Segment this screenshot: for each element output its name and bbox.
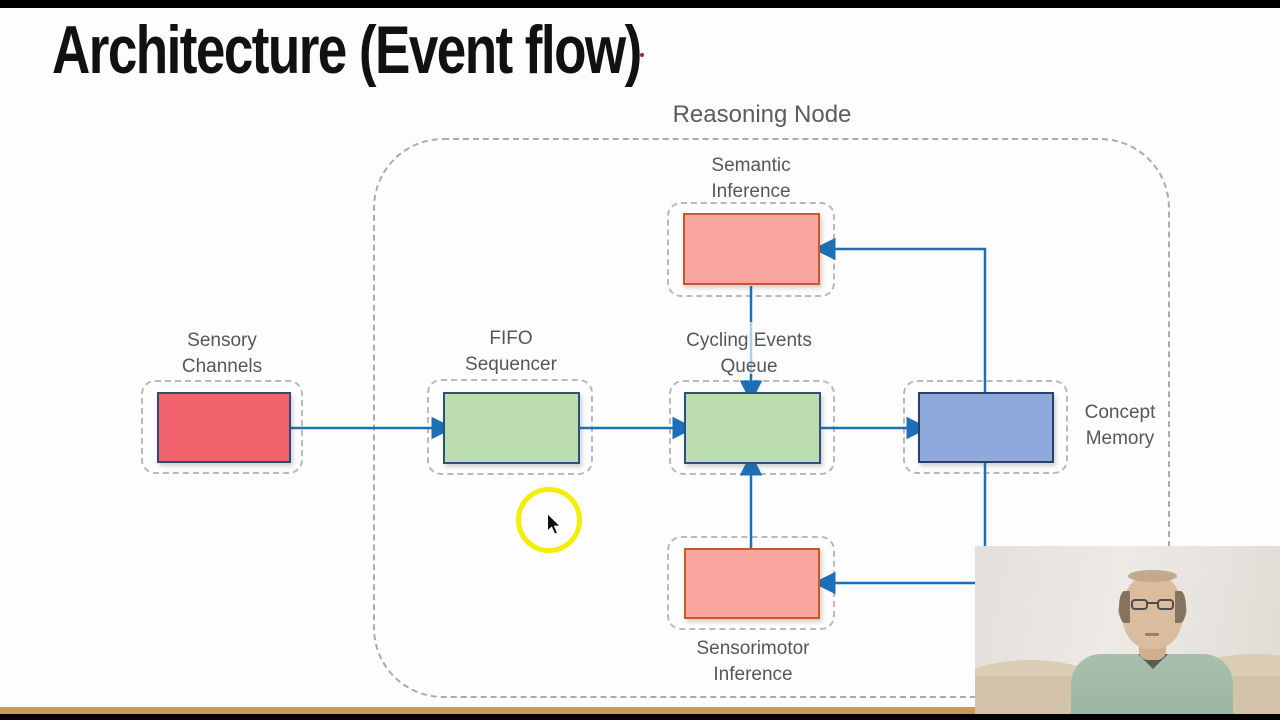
label-fifo-sequencer: FIFO Sequencer bbox=[431, 326, 591, 378]
cursor-highlight-circle bbox=[516, 487, 582, 553]
label-line: FIFO bbox=[489, 328, 533, 349]
glasses-icon bbox=[1157, 599, 1174, 610]
label-line: Concept bbox=[1084, 402, 1156, 423]
label-line: Inference bbox=[711, 181, 791, 202]
label-cycling-events-queue: Cycling Events Queue bbox=[664, 328, 834, 380]
label-line: Sequencer bbox=[465, 354, 557, 375]
glasses-bridge bbox=[1147, 602, 1158, 604]
label-line: Queue bbox=[720, 356, 778, 377]
label-line: Cycling Events bbox=[686, 330, 812, 351]
label-sensory-channels: Sensory Channels bbox=[142, 328, 302, 380]
presenter-hair bbox=[1119, 591, 1130, 623]
webcam-overlay bbox=[975, 546, 1280, 714]
node-cycling-events-queue bbox=[684, 392, 821, 464]
glasses-icon bbox=[1131, 599, 1148, 610]
arrow-concept-to-sensorimotor bbox=[813, 463, 987, 595]
label-concept-memory: Concept Memory bbox=[1070, 400, 1170, 452]
label-sensorimotor-inference: Sensorimotor Inference bbox=[653, 636, 853, 688]
presenter-hair bbox=[1175, 591, 1186, 623]
mouse-cursor-icon bbox=[546, 512, 563, 536]
label-line: Channels bbox=[181, 356, 263, 377]
page-title: Architecture (Event flow) bbox=[52, 12, 642, 88]
node-sensory-channels bbox=[157, 392, 291, 463]
bottom-accent-strip bbox=[0, 707, 1280, 714]
reasoning-node-label: Reasoning Node bbox=[672, 101, 852, 128]
node-semantic-inference bbox=[683, 213, 820, 285]
label-line: Memory bbox=[1085, 428, 1155, 449]
label-line: Semantic bbox=[711, 155, 791, 176]
label-line: Sensory bbox=[187, 330, 257, 351]
label-line: Sensorimotor bbox=[696, 638, 810, 659]
presenter-mouth bbox=[1145, 633, 1159, 636]
arrow-concept-to-semantic bbox=[813, 237, 987, 392]
presenter-head bbox=[1122, 573, 1183, 649]
node-fifo-sequencer bbox=[443, 392, 580, 464]
annotation-dot bbox=[640, 53, 644, 57]
node-sensorimotor-inference bbox=[684, 548, 820, 619]
letterbox-bottom bbox=[0, 714, 1280, 720]
label-semantic-inference: Semantic Inference bbox=[671, 153, 831, 205]
label-line: Inference bbox=[713, 664, 793, 685]
presenter-hair bbox=[1128, 570, 1177, 582]
node-concept-memory bbox=[918, 392, 1054, 463]
letterbox-top bbox=[0, 0, 1280, 8]
reasoning-node-boundary bbox=[373, 138, 1170, 698]
